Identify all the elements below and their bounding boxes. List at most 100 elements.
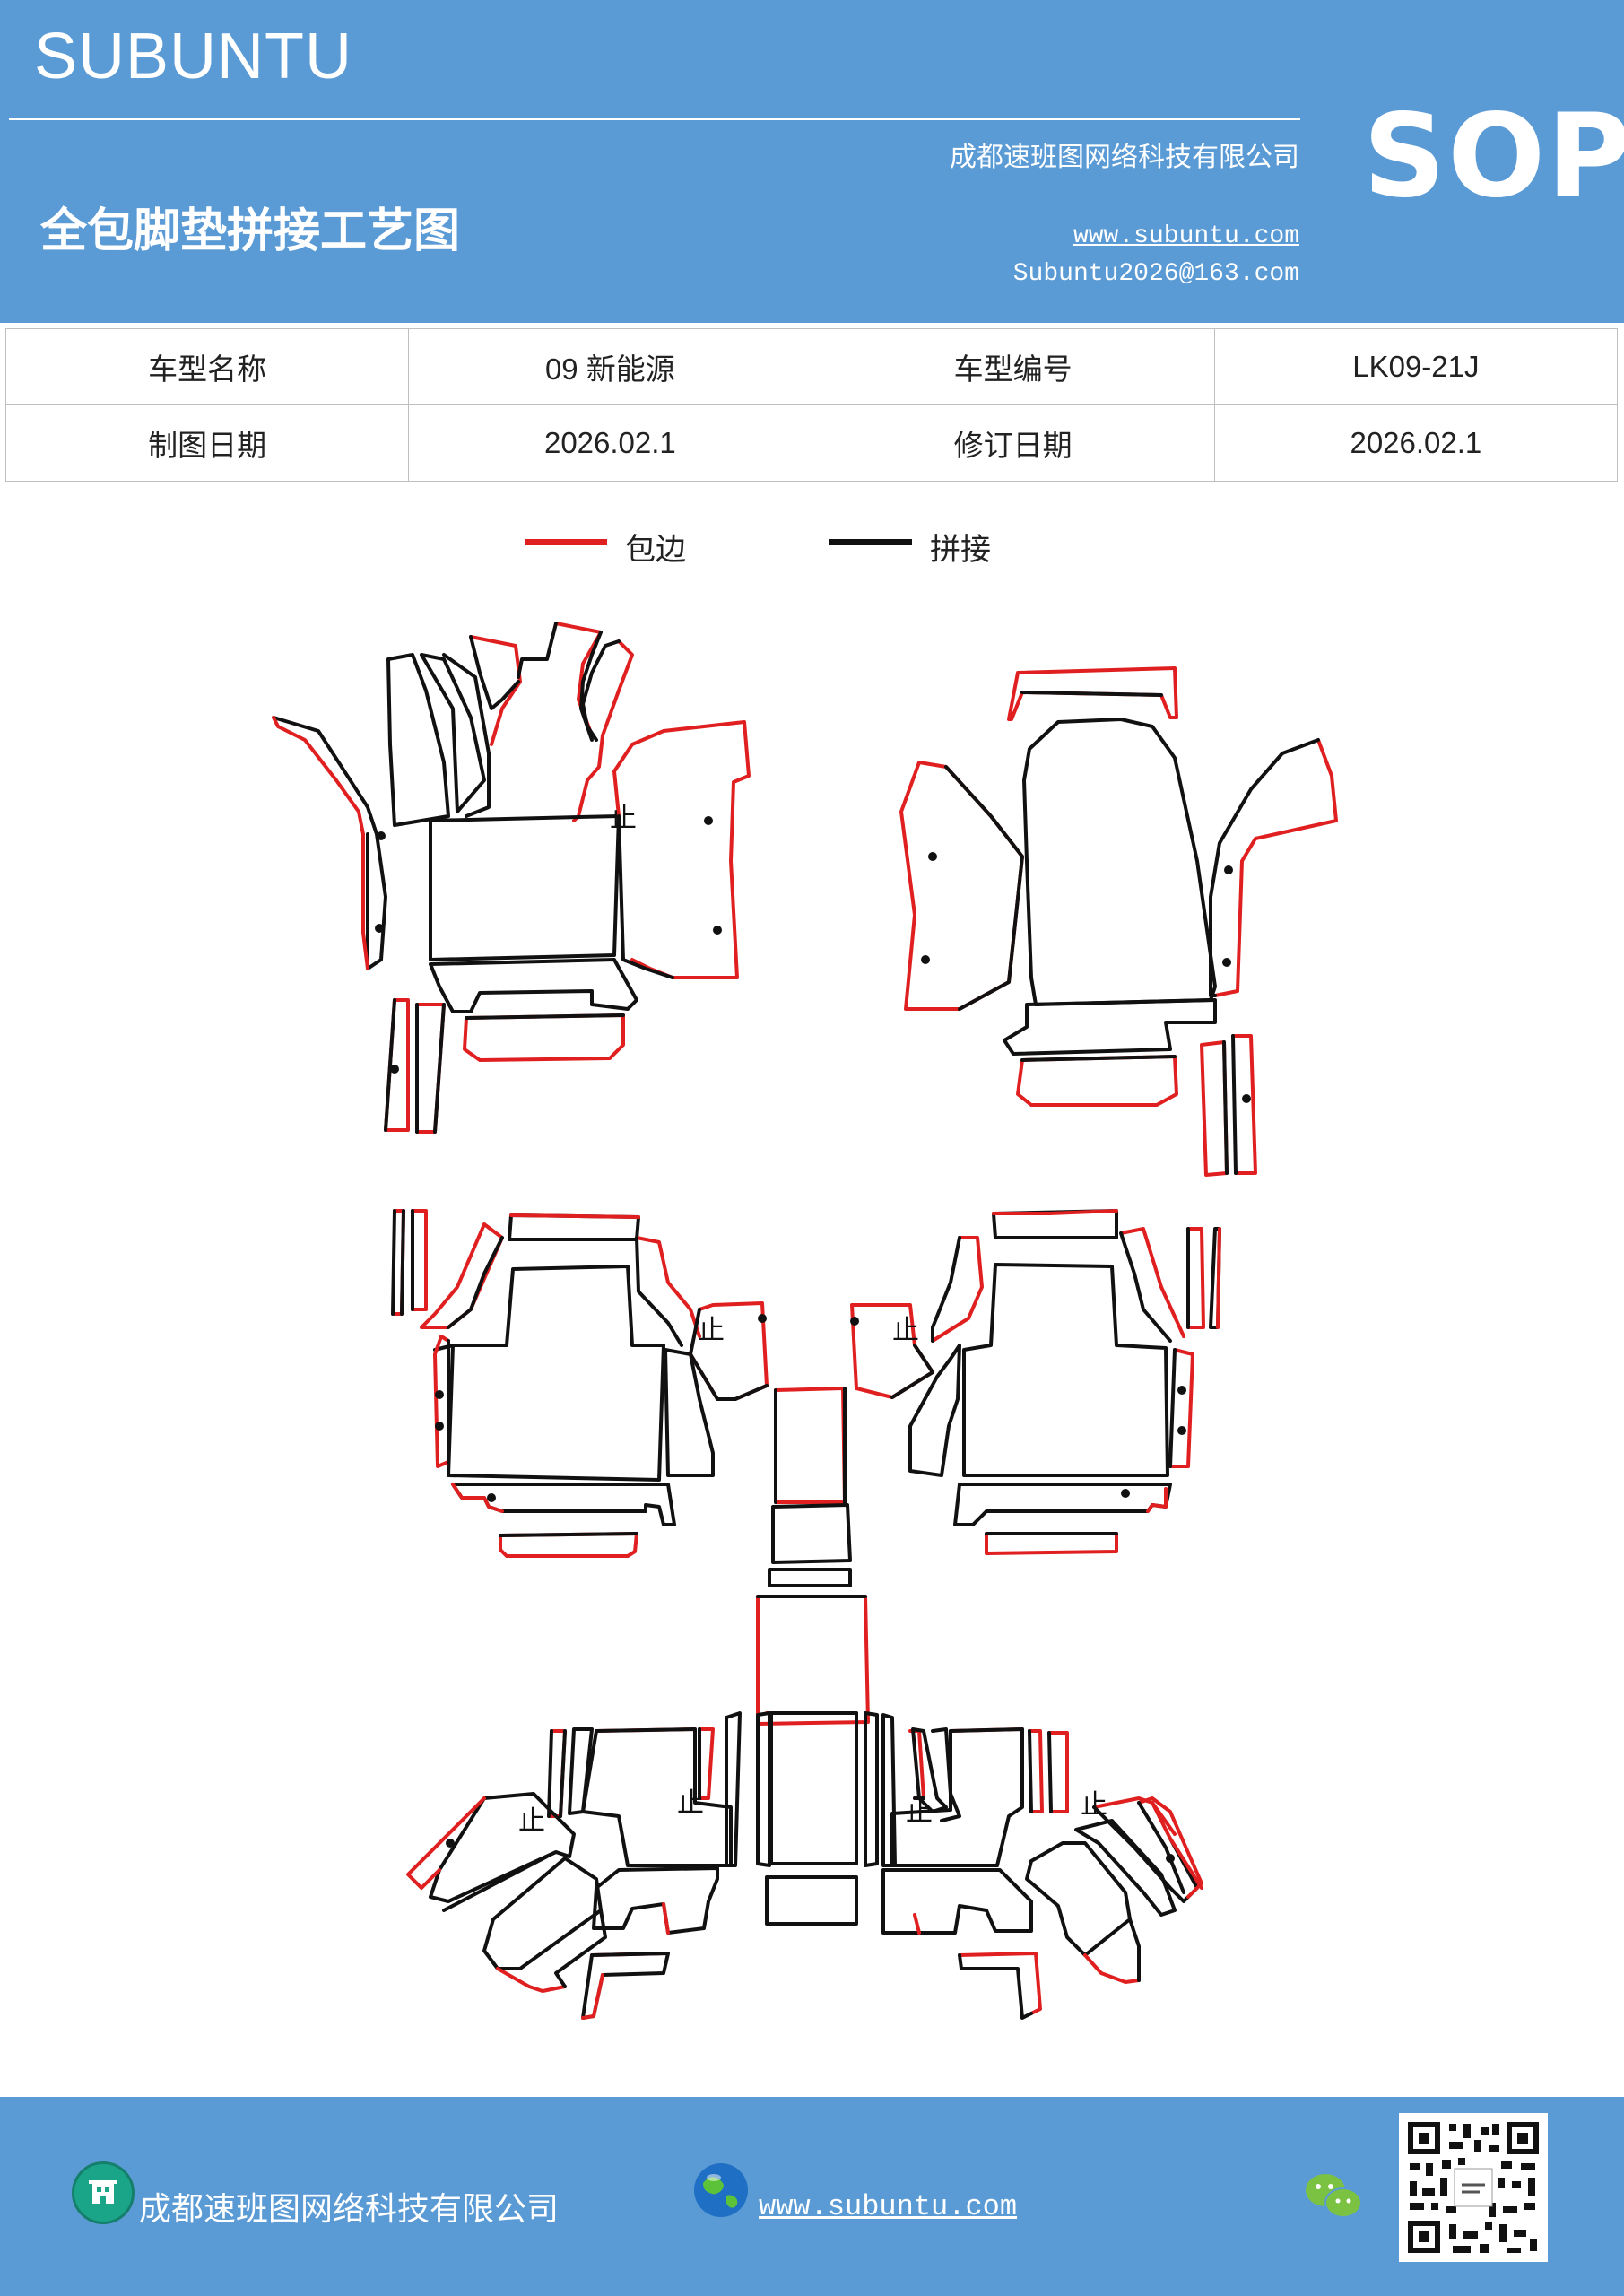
fastener-dot — [928, 852, 937, 861]
mat-piece — [913, 1913, 921, 1935]
mat-piece — [429, 814, 621, 961]
fastener-dot — [704, 816, 713, 825]
mat-piece — [469, 635, 520, 710]
mat-piece — [765, 1875, 858, 1926]
mat-piece — [1128, 1918, 1141, 1982]
mat-piece — [415, 1003, 446, 1134]
mat-piece — [384, 998, 396, 1132]
mat-piece — [890, 1727, 1024, 1867]
fastener-dot — [1177, 1426, 1186, 1435]
mat-piece — [1137, 1796, 1203, 1899]
draw-date-value: 2026.02.1 — [408, 404, 812, 482]
mat-piece — [768, 1568, 852, 1587]
mat-piece — [581, 639, 621, 742]
mat-piece — [992, 1209, 1118, 1215]
mat-piece — [420, 1222, 504, 1329]
mat-piece — [499, 1532, 638, 1537]
mat-piece — [958, 1952, 1042, 2015]
footer-banner: 成都速班图网络科技有限公司 www.subuntu.com — [0, 2097, 1624, 2296]
mat-piece — [451, 1483, 504, 1513]
model-name-value: 09 新能源 — [408, 328, 812, 405]
stop-mark: 止 — [677, 1787, 704, 1819]
fastener-dots — [375, 816, 1251, 1863]
legend-edge-swatch — [525, 539, 607, 545]
revise-date-value: 2026.02.1 — [1213, 404, 1619, 482]
mat-piece — [612, 720, 751, 979]
wechat-icon — [1302, 2169, 1365, 2222]
mat-piece — [944, 765, 1024, 1011]
fastener-dot — [435, 1390, 444, 1399]
fastener-dot — [713, 926, 722, 935]
mat-piece — [1025, 1841, 1132, 1957]
mat-piece — [664, 1348, 715, 1477]
mat-piece — [774, 1387, 847, 1504]
front-right-mat-group — [899, 666, 1338, 1177]
mat-piece — [962, 1263, 1169, 1477]
mat-piece — [1231, 1034, 1238, 1175]
rear-bottom-mat-group — [406, 1711, 1203, 2020]
fastener-dot — [375, 924, 384, 933]
mat-piece — [1020, 691, 1163, 697]
mat-piece — [554, 1909, 607, 1988]
mat-piece — [1028, 1729, 1033, 1813]
mat-piece — [429, 1792, 576, 1903]
stop-mark: 止 — [518, 1805, 545, 1837]
mat-piece — [547, 1729, 567, 1818]
mat-piece — [1137, 1801, 1185, 1894]
mat-piece — [689, 1308, 769, 1401]
fastener-dot — [921, 955, 930, 964]
mat-piece — [1186, 1227, 1205, 1329]
legend-splice-swatch — [829, 539, 912, 545]
fastener-dot — [390, 1065, 399, 1074]
mat-piece — [725, 1711, 742, 1867]
stop-mark: 止 — [610, 803, 637, 834]
mat-piece — [899, 761, 1024, 1011]
mat-piece — [756, 1711, 771, 1867]
mat-piece — [581, 1973, 604, 2020]
mat-piece — [1016, 1055, 1178, 1107]
fastener-dot — [377, 831, 386, 840]
mat-piece — [698, 1727, 715, 1800]
mat-piece — [1222, 1040, 1229, 1175]
draw-date-label: 制图日期 — [4, 404, 410, 482]
stop-marks: 止 止 止 止 止 止 止 — [518, 803, 1107, 1837]
mat-piece — [463, 1013, 625, 1062]
mat-cutting-diagram: 止 止 止 止 止 止 止 — [272, 622, 1338, 2020]
stop-mark: 止 — [698, 1315, 725, 1346]
mat-piece — [1119, 1227, 1185, 1338]
mat-piece — [890, 1344, 934, 1399]
mat-piece — [508, 1213, 640, 1241]
mat-piece — [1216, 1227, 1221, 1329]
footer-website-link[interactable]: www.subuntu.com — [759, 2190, 1018, 2223]
footer-company-name: 成都速班图网络科技有限公司 — [139, 2191, 560, 2228]
mat-piece — [442, 653, 491, 818]
fastener-dot — [1224, 865, 1233, 874]
mat-piece — [465, 1013, 625, 1020]
mat-piece — [756, 1595, 870, 1726]
mat-piece — [662, 1902, 670, 1935]
building-icon — [72, 2161, 135, 2224]
mat-piece — [572, 639, 634, 822]
website-link[interactable]: www.subuntu.com — [1073, 222, 1299, 250]
mat-piece — [496, 1967, 567, 1993]
mat-piece — [1003, 998, 1217, 1056]
mat-piece — [1028, 1729, 1044, 1813]
mat-piece — [1146, 1487, 1168, 1513]
header-divider — [9, 118, 1300, 120]
mat-piece — [617, 814, 674, 979]
mat-piece — [1231, 1034, 1257, 1175]
mat-piece — [1119, 1231, 1172, 1343]
mat-piece — [1209, 738, 1320, 997]
mat-piece — [1047, 1731, 1069, 1813]
email-address: Subuntu2026@163.com — [1012, 260, 1299, 288]
header-banner: SUBUNTU 成都速班图网络科技有限公司 全包脚垫拼接工艺图 www.subu… — [0, 0, 1624, 323]
fastener-dot — [1242, 1094, 1251, 1103]
mat-piece — [1022, 718, 1217, 1006]
mat-piece — [554, 622, 603, 737]
fastener-dot — [1166, 1854, 1175, 1863]
mat-piece — [1168, 1348, 1194, 1468]
mat-piece — [592, 1866, 719, 1935]
document-title: 全包脚垫拼接工艺图 — [40, 204, 461, 258]
mat-piece — [953, 1483, 1172, 1526]
qr-code — [1399, 2113, 1548, 2262]
